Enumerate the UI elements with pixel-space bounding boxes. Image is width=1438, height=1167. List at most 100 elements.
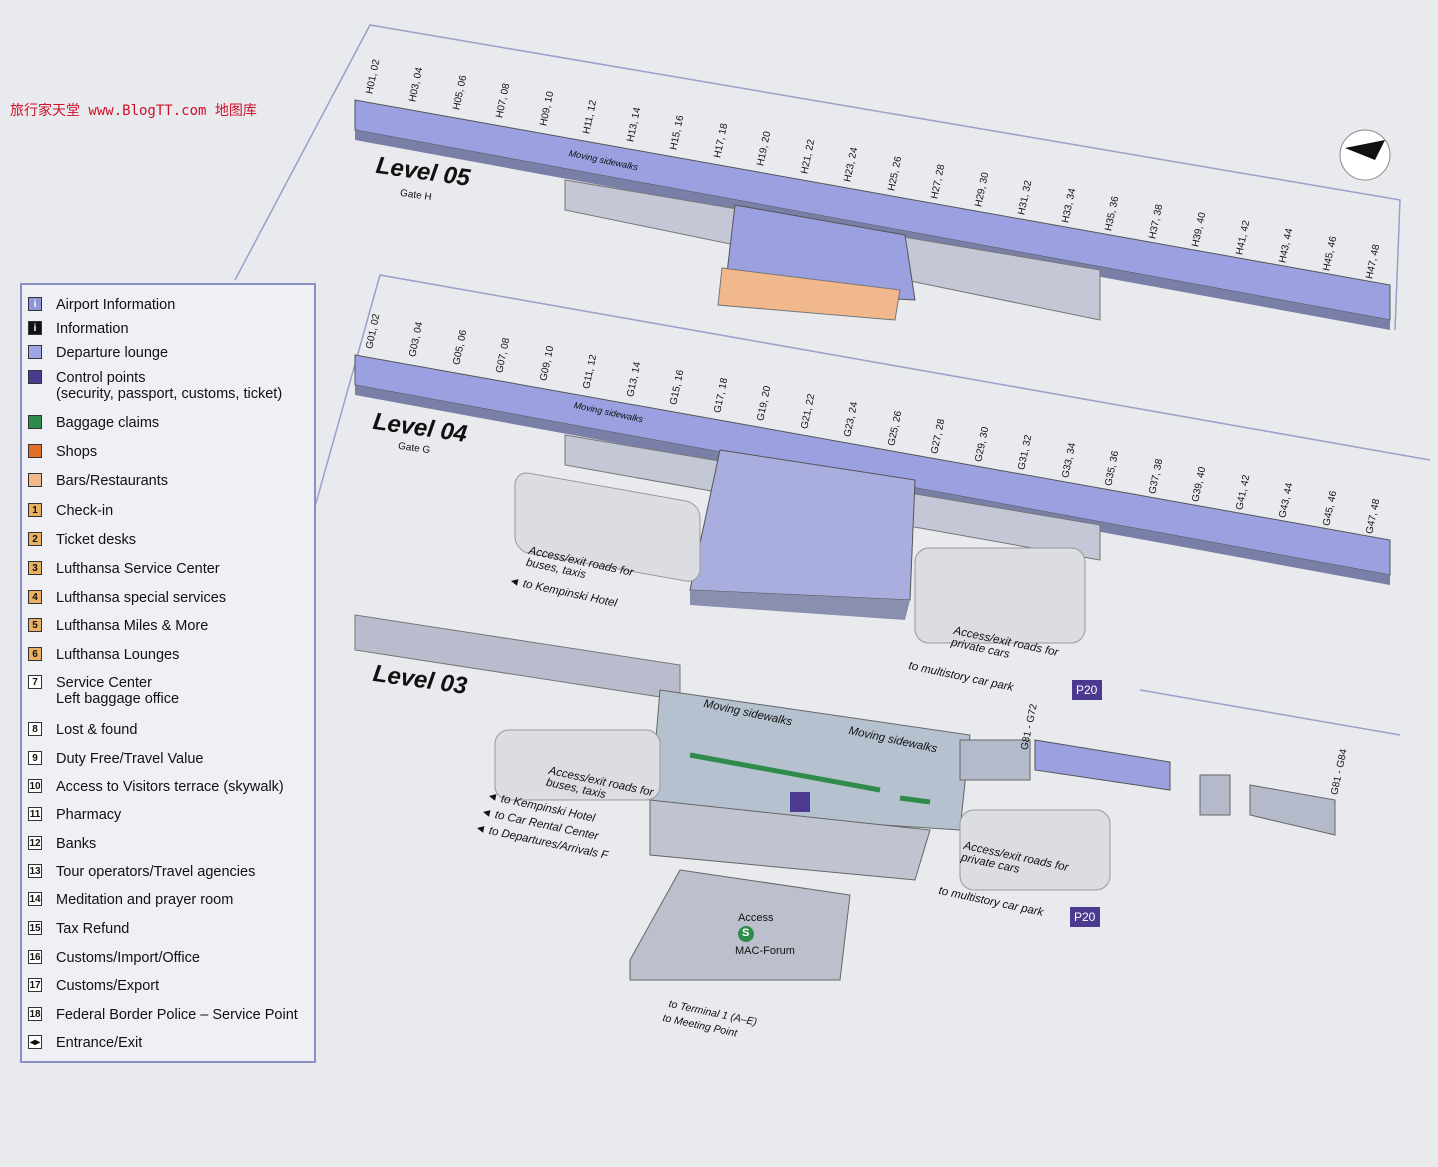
legend-item: Shops <box>28 444 97 460</box>
legend-text: Entrance/Exit <box>56 1035 143 1051</box>
parking-label: P20 <box>1074 910 1096 924</box>
legend-item: 16 Customs/Import/Office <box>28 950 200 966</box>
legend-swatch-icon: i <box>28 297 42 311</box>
legend-swatch-icon: i <box>28 321 42 335</box>
sbahn-icon <box>738 926 754 942</box>
legend-swatch-icon: 9 <box>28 751 42 765</box>
legend-label: Airport Information <box>56 297 175 313</box>
legend-text: Tax Refund <box>56 921 130 937</box>
legend-item: Departure lounge <box>28 345 168 361</box>
legend-label: Banks <box>56 836 96 852</box>
legend-item: 14 Meditation and prayer room <box>28 892 233 908</box>
legend-swatch-icon: 6 <box>28 647 42 661</box>
legend-text: Lost & found <box>56 722 138 738</box>
legend-label: Baggage claims <box>56 415 159 431</box>
legend-text: Departure lounge <box>56 345 169 361</box>
legend-item: i Airport Information <box>28 297 175 313</box>
legend-text: Federal Border Police – Service Point <box>56 1007 298 1023</box>
legend-swatch-icon: 1 <box>28 503 42 517</box>
legend-item: 8 Lost & found <box>28 722 137 738</box>
legend-text: Shops <box>56 444 98 460</box>
legend-item: 13 Tour operators/Travel agencies <box>28 864 255 880</box>
legend-label: Federal Border Police – Service Point <box>56 1007 298 1023</box>
legend-swatch-icon <box>28 473 42 487</box>
legend-label: Pharmacy <box>56 807 121 823</box>
legend-label: Lufthansa Miles & More <box>56 618 208 634</box>
legend-label: Lufthansa Lounges <box>56 647 179 663</box>
legend-swatch-icon: 16 <box>28 950 42 964</box>
legend-text: Access to Visitors terrace (skywalk) <box>56 779 284 795</box>
legend-label: Shops <box>56 444 97 460</box>
legend-text: Information <box>56 321 129 337</box>
legend-text: Customs/Export <box>56 978 160 994</box>
legend-label: Bars/Restaurants <box>56 473 168 489</box>
legend-label: Departure lounge <box>56 345 168 361</box>
mac-forum-label: MAC-Forum <box>735 945 795 957</box>
legend-label: Duty Free/Travel Value <box>56 751 203 767</box>
legend-label: Lost & found <box>56 722 137 738</box>
legend-swatch-icon: 12 <box>28 836 42 850</box>
legend-label: Lufthansa Service Center <box>56 561 220 577</box>
legend-swatch-icon: 7 <box>28 675 42 689</box>
legend-swatch-icon: 14 <box>28 892 42 906</box>
legend-label: Meditation and prayer room <box>56 892 233 908</box>
legend-text: Tour operators/Travel agencies <box>56 864 256 880</box>
legend-label: Customs/Export <box>56 978 159 994</box>
legend-item: 10 Access to Visitors terrace (skywalk) <box>28 779 284 795</box>
legend-swatch-icon: 18 <box>28 1007 42 1021</box>
legend-label: Information <box>56 321 129 337</box>
legend-swatch-icon: ◂▸ <box>28 1035 42 1049</box>
legend-swatch-icon: 13 <box>28 864 42 878</box>
legend-swatch-icon: 8 <box>28 722 42 736</box>
legend-text: Lufthansa Service Center <box>56 561 220 577</box>
legend-text: Airport Information <box>56 297 176 313</box>
legend-swatch-icon <box>28 415 42 429</box>
legend-label: Control points(security, passport, custo… <box>56 370 282 402</box>
legend-text: Banks <box>56 836 97 852</box>
legend-item: 1 Check-in <box>28 503 113 519</box>
legend-text: Baggage claims <box>56 415 160 431</box>
legend-text: Service Center <box>56 675 152 691</box>
legend-label: Tax Refund <box>56 921 129 937</box>
legend-text: Customs/Import/Office <box>56 950 200 966</box>
legend-item: 15 Tax Refund <box>28 921 129 937</box>
legend-item: ◂▸ Entrance/Exit <box>28 1035 142 1051</box>
legend-label: Entrance/Exit <box>56 1035 142 1051</box>
legend-swatch-icon: 10 <box>28 779 42 793</box>
legend-item: 6 Lufthansa Lounges <box>28 647 179 663</box>
legend-text: (security, passport, customs, ticket) <box>56 386 283 402</box>
legend-item: 12 Banks <box>28 836 96 852</box>
legend-label: Check-in <box>56 503 113 519</box>
legend-text: Duty Free/Travel Value <box>56 751 204 767</box>
sbahn-label: S <box>742 927 750 939</box>
watermark: 旅行家天堂 www.BlogTT.com 地图库 <box>10 103 257 119</box>
legend-text: Lufthansa Lounges <box>56 647 180 663</box>
legend-swatch-icon <box>28 345 42 359</box>
legend-item: Baggage claims <box>28 415 159 431</box>
legend-label: Lufthansa special services <box>56 590 226 606</box>
legend-swatch-icon: 4 <box>28 590 42 604</box>
legend-swatch-icon: 3 <box>28 561 42 575</box>
legend-item: Control points(security, passport, custo… <box>28 370 282 402</box>
legend-item: 3 Lufthansa Service Center <box>28 561 220 577</box>
legend-label: Customs/Import/Office <box>56 950 200 966</box>
legend-text: Lufthansa special services <box>56 590 227 606</box>
legend-text: Left baggage office <box>56 691 180 707</box>
legend-label: Ticket desks <box>56 532 136 548</box>
legend-text: Bars/Restaurants <box>56 473 169 489</box>
parking-icon <box>1070 907 1100 927</box>
legend-item: 9 Duty Free/Travel Value <box>28 751 203 767</box>
access-label: Access <box>738 912 774 924</box>
legend-text: Pharmacy <box>56 807 122 823</box>
legend-swatch-icon <box>28 444 42 458</box>
legend-text: Lufthansa Miles & More <box>56 618 209 634</box>
legend-swatch-icon: 15 <box>28 921 42 935</box>
